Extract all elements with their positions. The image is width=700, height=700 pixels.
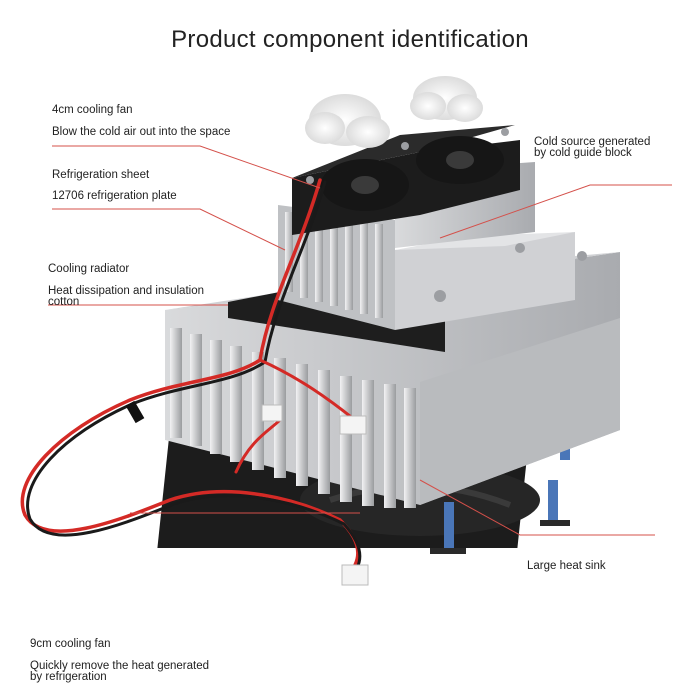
- leader-cold-source: [439, 184, 672, 239]
- label-cold-source-1: Cold source generated: [534, 136, 651, 148]
- label-small-fan-name: 4cm cooling fan: [52, 104, 133, 116]
- leader-small-fan: [52, 145, 321, 189]
- label-sheet-desc: 12706 refrigeration plate: [52, 190, 177, 202]
- label-big-fan-desc-2: by refrigeration: [30, 671, 107, 683]
- small-fans: [292, 125, 520, 235]
- power-cables: [20, 178, 362, 570]
- label-big-fan-name: 9cm cooling fan: [30, 638, 111, 650]
- label-radiator-desc-2: cotton: [48, 296, 80, 308]
- label-radiator-desc-1: Heat dissipation and insulation: [48, 285, 204, 297]
- cold-air-clouds: [305, 76, 483, 148]
- connectors: [261, 404, 369, 586]
- leader-lines: [48, 145, 672, 536]
- label-small-fan-desc: Blow the cold air out into the space: [52, 126, 231, 138]
- cold-guide-block: [395, 232, 587, 330]
- leader-sheet: [52, 208, 286, 251]
- label-heat-sink: Large heat sink: [527, 560, 606, 572]
- label-sheet-name: Refrigeration sheet: [52, 169, 150, 181]
- heat-sink-fins: [170, 328, 416, 508]
- label-big-fan-desc-1: Quickly remove the heat generated: [30, 660, 209, 672]
- label-radiator-name: Cooling radiator: [48, 263, 130, 275]
- label-cold-source-2: by cold guide block: [534, 147, 632, 159]
- leader-heat-sink: [419, 479, 655, 536]
- page-title: Product component identification: [171, 26, 529, 53]
